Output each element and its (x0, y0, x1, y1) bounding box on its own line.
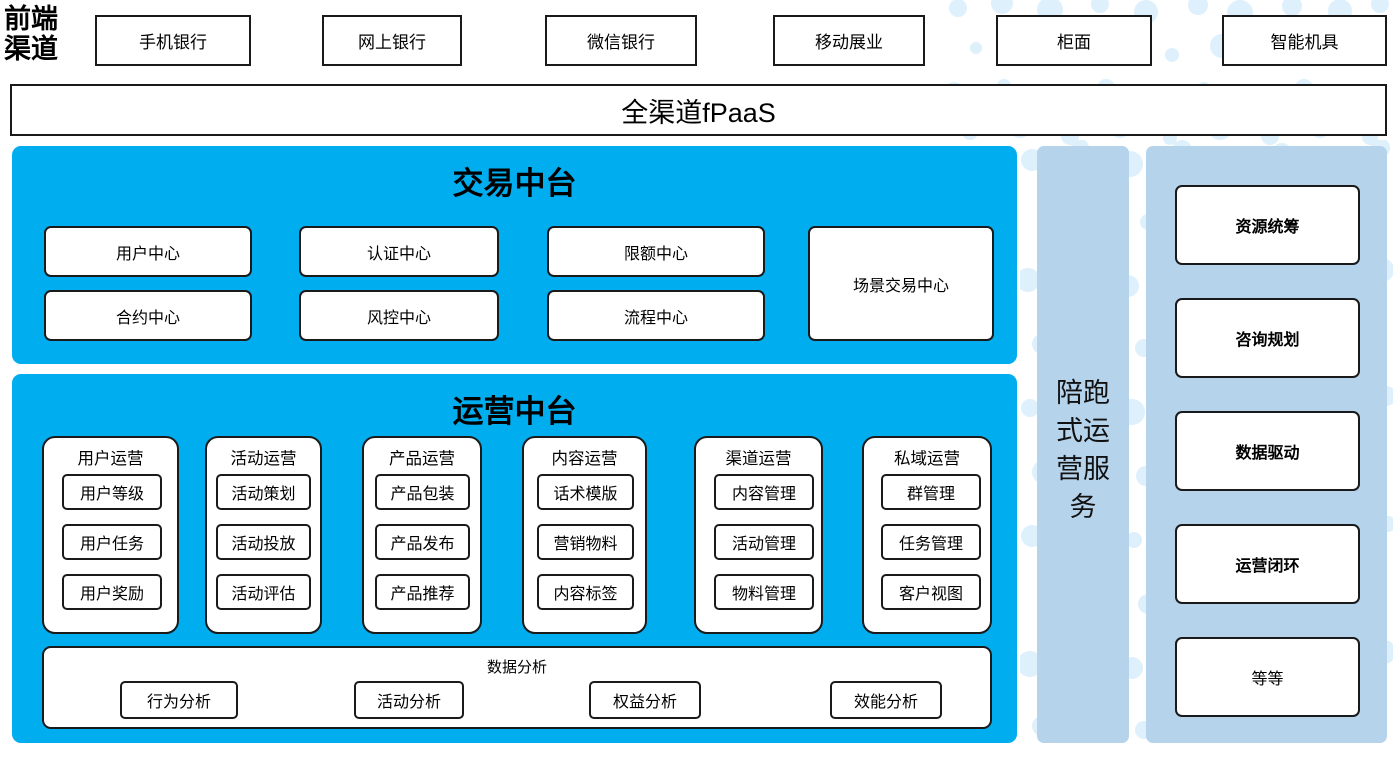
operation-platform-panel: 运营中台 用户运营 用户等级 用户任务 用户奖励 活动运营 活动策划 活动投放 … (12, 374, 1017, 743)
transaction-box-risk-center[interactable]: 风控中心 (299, 290, 499, 341)
transaction-box-auth-center[interactable]: 认证中心 (299, 226, 499, 277)
transaction-box-limit-center[interactable]: 限额中心 (547, 226, 765, 277)
channel-box-counter[interactable]: 柜面 (996, 15, 1152, 66)
operation-column-channel: 渠道运营 内容管理 活动管理 物料管理 (694, 436, 823, 634)
operation-item[interactable]: 内容标签 (537, 574, 634, 610)
operation-item[interactable]: 营销物料 (537, 524, 634, 560)
channel-box-smart-machine[interactable]: 智能机具 (1222, 15, 1387, 66)
operation-item[interactable]: 活动管理 (714, 524, 814, 560)
operation-item[interactable]: 客户视图 (881, 574, 981, 610)
operation-item[interactable]: 用户奖励 (62, 574, 162, 610)
accompanying-service-label: 陪跑 式运 营服 务 (1037, 374, 1129, 526)
channel-box-online-bank[interactable]: 网上银行 (322, 15, 462, 66)
transaction-box-scene-trade-center[interactable]: 场景交易中心 (808, 226, 994, 341)
operation-item[interactable]: 群管理 (881, 474, 981, 510)
operation-item[interactable]: 任务管理 (881, 524, 981, 560)
operation-item[interactable]: 活动评估 (216, 574, 311, 610)
service-box-consulting-planning[interactable]: 咨询规划 (1175, 298, 1360, 378)
operation-item[interactable]: 活动策划 (216, 474, 311, 510)
transaction-platform-title: 交易中台 (452, 166, 577, 201)
operation-item[interactable]: 物料管理 (714, 574, 814, 610)
operation-column-activity: 活动运营 活动策划 活动投放 活动评估 (205, 436, 322, 634)
operation-column-title: 活动运营 (230, 450, 297, 468)
operation-column-private-domain: 私域运营 群管理 任务管理 客户视图 (862, 436, 992, 634)
data-analysis-title: 数据分析 (486, 659, 547, 676)
operation-column-title: 私域运营 (894, 450, 960, 468)
transaction-box-contract-center[interactable]: 合约中心 (44, 290, 252, 341)
transaction-platform-panel: 交易中台 用户中心 认证中心 限额中心 合约中心 风控中心 流程中心 场景交易中… (12, 146, 1017, 364)
channel-box-mobile-bank[interactable]: 手机银行 (95, 15, 251, 66)
transaction-box-process-center[interactable]: 流程中心 (547, 290, 765, 341)
service-box-etc[interactable]: 等等 (1175, 637, 1360, 717)
service-box-data-driven[interactable]: 数据驱动 (1175, 411, 1360, 491)
frontend-channel-label: 前端 渠道 (4, 4, 84, 64)
channel-box-mobile-business[interactable]: 移动展业 (773, 15, 925, 66)
frontend-channel-label-line1: 前端 (4, 4, 58, 34)
service-label-line1: 陪跑 (1056, 378, 1110, 408)
data-analysis-item[interactable]: 活动分析 (354, 681, 464, 719)
service-label-line3: 营服 (1056, 454, 1110, 484)
operation-column-title: 内容运营 (551, 450, 618, 468)
operation-column-title: 产品运营 (389, 450, 455, 468)
operation-item[interactable]: 产品包装 (375, 474, 470, 510)
service-label-line4: 务 (1069, 492, 1097, 522)
frontend-channel-label-line2: 渠道 (4, 34, 58, 64)
operation-item[interactable]: 用户任务 (62, 524, 162, 560)
operation-column-product: 产品运营 产品包装 产品发布 产品推荐 (362, 436, 482, 634)
operation-column-content: 内容运营 话术模版 营销物料 内容标签 (522, 436, 647, 634)
service-box-resource-coordination[interactable]: 资源统筹 (1175, 185, 1360, 265)
operation-item[interactable]: 用户等级 (62, 474, 162, 510)
operation-column-user: 用户运营 用户等级 用户任务 用户奖励 (42, 436, 179, 634)
accompanying-service-items-panel: 资源统筹 咨询规划 数据驱动 运营闭环 等等 (1146, 146, 1387, 743)
accompanying-service-label-panel: 陪跑 式运 营服 务 (1037, 146, 1129, 743)
operation-item[interactable]: 活动投放 (216, 524, 311, 560)
data-analysis-item[interactable]: 行为分析 (120, 681, 238, 719)
fpaas-bar[interactable]: 全渠道fPaaS (10, 84, 1387, 136)
data-analysis-box: 数据分析 行为分析 活动分析 权益分析 效能分析 (42, 646, 992, 729)
data-analysis-item[interactable]: 权益分析 (589, 681, 701, 719)
service-box-operation-closed-loop[interactable]: 运营闭环 (1175, 524, 1360, 604)
operation-column-title: 用户运营 (77, 450, 144, 468)
operation-item[interactable]: 话术模版 (537, 474, 634, 510)
channel-box-wechat-bank[interactable]: 微信银行 (545, 15, 697, 66)
operation-item[interactable]: 内容管理 (714, 474, 814, 510)
operation-platform-title: 运营中台 (452, 394, 577, 429)
transaction-box-user-center[interactable]: 用户中心 (44, 226, 252, 277)
operation-item[interactable]: 产品发布 (375, 524, 470, 560)
operation-item[interactable]: 产品推荐 (375, 574, 470, 610)
service-label-line2: 式运 (1056, 416, 1110, 446)
operation-column-title: 渠道运营 (725, 450, 792, 468)
data-analysis-item[interactable]: 效能分析 (830, 681, 942, 719)
